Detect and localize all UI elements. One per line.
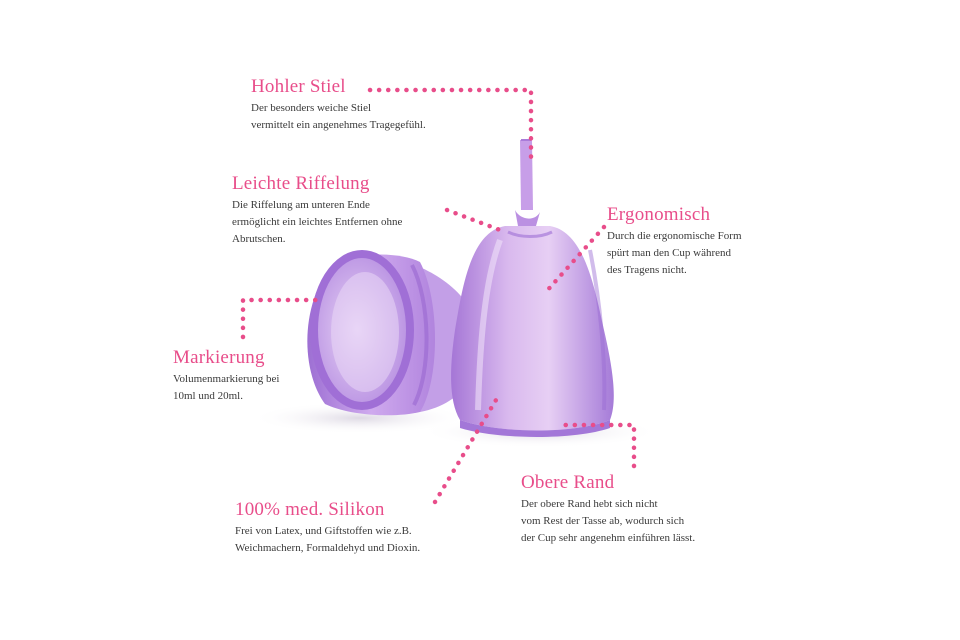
callout-title: Ergonomisch	[607, 204, 711, 225]
callout-obere-rand: Obere Rand Der obere Rand hebt sich nich…	[521, 472, 695, 547]
callout-text: Volumenmarkierung bei 10ml und 20ml.	[173, 373, 280, 402]
callout-text: Der besonders weiche Stiel vermittelt ei…	[251, 102, 426, 131]
callout-text: Frei von Latex, und Giftstoffen wie z.B.…	[235, 525, 421, 554]
callout-silikon: 100% med. Silikon Frei von Latex, und Gi…	[235, 499, 420, 557]
lying-cup	[307, 250, 480, 416]
leader-line-ergonomisch	[542, 224, 607, 296]
leader-line-hohler-stiel	[367, 87, 534, 163]
leader-line-markierung	[240, 297, 323, 340]
callout-ergonomisch: Ergonomisch Durch die ergonomische Form …	[607, 204, 742, 279]
callout-markierung: Markierung Volumenmarkierung bei 10ml un…	[173, 347, 279, 405]
leader-line-leichte-riffelung	[444, 207, 503, 233]
callout-title: Markierung	[173, 347, 265, 368]
callout-title: Leichte Riffelung	[232, 173, 370, 194]
standing-cup	[451, 139, 614, 437]
callout-text: Die Riffelung am unteren Ende ermöglicht…	[232, 199, 403, 245]
callout-text: Durch die ergonomische Form spürt man de…	[607, 230, 742, 276]
callout-leichte-riffelung: Leichte Riffelung Die Riffelung am unter…	[232, 173, 402, 248]
leader-line-silikon	[432, 397, 499, 505]
callout-title: Obere Rand	[521, 472, 615, 493]
callout-leader-lines	[240, 87, 637, 505]
callout-title: Hohler Stiel	[251, 76, 346, 97]
callout-text: Der obere Rand hebt sich nicht vom Rest …	[521, 498, 696, 544]
callout-hohler-stiel: Hohler Stiel Der besonders weiche Stiel …	[251, 76, 426, 134]
callout-title: 100% med. Silikon	[235, 499, 385, 520]
